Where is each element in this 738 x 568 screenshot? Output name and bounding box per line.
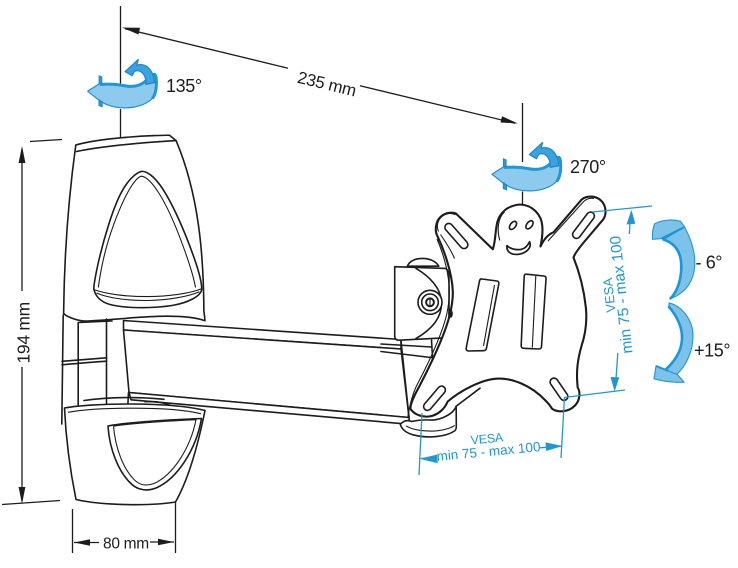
svg-text:VESA: VESA xyxy=(470,430,505,447)
svg-text:80 mm: 80 mm xyxy=(103,536,149,553)
svg-text:VESA: VESA xyxy=(600,277,619,313)
svg-text:135°: 135° xyxy=(166,76,202,96)
svg-text:270°: 270° xyxy=(570,157,606,177)
svg-text:+15°: +15° xyxy=(694,341,730,361)
svg-text:- 6°: - 6° xyxy=(696,253,723,273)
svg-text:194 mm: 194 mm xyxy=(14,302,34,363)
